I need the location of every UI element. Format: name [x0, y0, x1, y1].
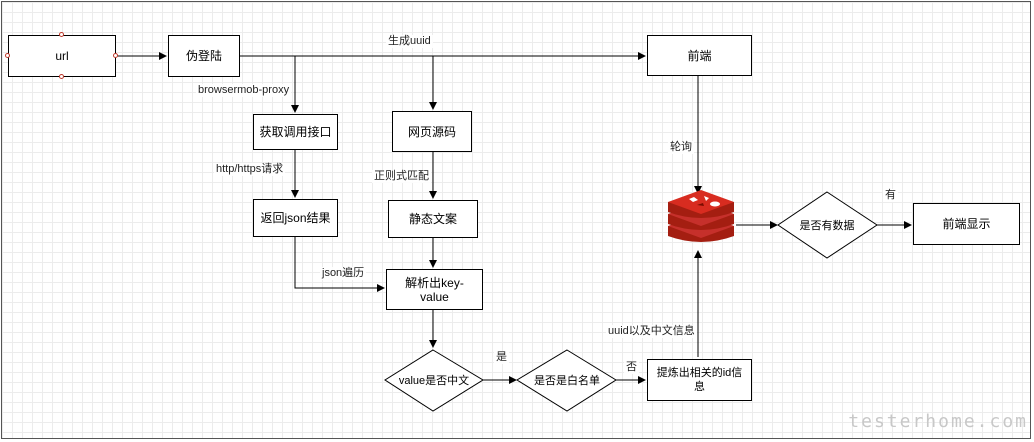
- return-json-label: 返回json结果: [260, 211, 331, 225]
- get-api-label: 获取调用接口: [259, 125, 332, 139]
- resize-handle-bottom[interactable]: [59, 74, 64, 79]
- label-browsermob: browsermob-proxy: [196, 84, 292, 97]
- label-http-request: http/https请求: [214, 163, 286, 176]
- return-json-node[interactable]: 返回json结果: [253, 199, 338, 237]
- frontend-display-node[interactable]: 前端显示: [913, 203, 1020, 245]
- has-data-text: 是否有数据: [799, 220, 855, 232]
- resize-handle-left[interactable]: [5, 53, 10, 58]
- watermark: testerhome.com: [848, 411, 1028, 432]
- page-source-node[interactable]: 网页源码: [392, 111, 472, 152]
- url-node-label: url: [55, 49, 69, 63]
- static-text-label: 静态文案: [408, 212, 457, 226]
- resize-handle-right[interactable]: [113, 53, 118, 58]
- whitelist-diamond: [516, 349, 617, 412]
- page-source-label: 网页源码: [407, 124, 456, 139]
- label-polling: 轮询: [668, 141, 694, 154]
- label-json-traverse: json遍历: [320, 267, 367, 280]
- label-has: 有: [883, 189, 898, 202]
- get-api-node[interactable]: 获取调用接口: [253, 114, 338, 150]
- label-gen-uuid: 生成uuid: [386, 35, 433, 48]
- edge-json-parse: [294, 237, 385, 292]
- value-chinese-text: value是否中文: [398, 375, 470, 387]
- parse-kv-node[interactable]: 解析出key-value: [386, 269, 483, 310]
- frontend-display-label: 前端显示: [942, 217, 991, 231]
- label-yes-value: 是: [494, 351, 509, 364]
- redis-icon: [668, 190, 734, 242]
- resize-handle-top[interactable]: [59, 32, 64, 37]
- extract-info-label: 提炼出相关的id信息: [656, 367, 743, 393]
- has-data-diamond: [777, 191, 878, 259]
- url-node[interactable]: url: [8, 35, 116, 77]
- fake-login-node[interactable]: 伪登陆: [168, 35, 240, 77]
- frontend-label: 前端: [687, 48, 712, 63]
- edge-login-getapi: [240, 55, 299, 113]
- label-regex-match: 正则式匹配: [372, 170, 431, 183]
- extract-info-node[interactable]: 提炼出相关的id信息: [647, 359, 752, 401]
- frontend-node[interactable]: 前端: [647, 35, 752, 76]
- static-text-node[interactable]: 静态文案: [388, 200, 478, 238]
- parse-kv-label: 解析出key-value: [405, 275, 464, 304]
- label-no-whitelist: 否: [624, 361, 639, 374]
- whitelist-text: 是否是白名单: [534, 375, 600, 387]
- label-uuid-info: uuid以及中文信息: [606, 325, 697, 338]
- value-chinese-diamond: [384, 349, 484, 412]
- fake-login-label: 伪登陆: [185, 49, 222, 63]
